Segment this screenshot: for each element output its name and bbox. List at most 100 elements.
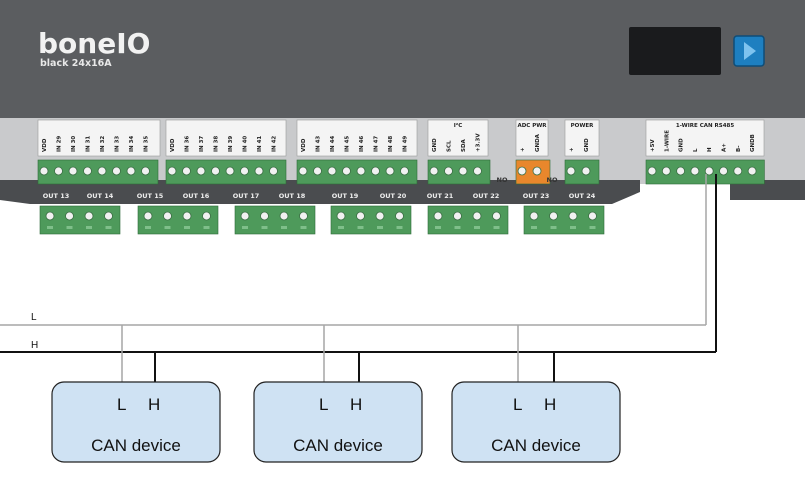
screw-terminal[interactable] (529, 211, 539, 221)
can-device-box (451, 381, 621, 463)
oled-display (629, 27, 721, 75)
screw-terminal[interactable] (211, 166, 220, 176)
screw-terminal[interactable] (356, 166, 366, 176)
terminal-marking (184, 226, 190, 229)
output-label: OUT 16 (183, 192, 210, 200)
terminal-label: IN 38 (214, 136, 220, 152)
output-label: OUT 23 (523, 192, 550, 200)
screw-terminal[interactable] (269, 166, 278, 176)
screw-terminal[interactable] (45, 211, 55, 221)
screw-terminal[interactable] (97, 166, 107, 176)
screw-terminal[interactable] (240, 211, 250, 221)
screw-terminal[interactable] (54, 166, 63, 176)
screw-terminal[interactable] (84, 211, 94, 221)
screw-terminal[interactable] (298, 166, 308, 176)
screw-terminal[interactable] (202, 211, 211, 221)
screw-terminal[interactable] (336, 211, 346, 221)
screw-terminal[interactable] (182, 166, 191, 176)
screw-terminal[interactable] (279, 211, 289, 221)
screw-terminal[interactable] (65, 211, 74, 221)
terminal-marking (300, 226, 307, 229)
terminal-group-header: POWER (571, 123, 595, 129)
terminal-label: H (707, 147, 713, 152)
label-panel (515, 119, 549, 157)
screw-terminal[interactable] (240, 166, 249, 176)
screw-terminal[interactable] (83, 166, 92, 176)
terminal-marking (550, 226, 557, 229)
screw-terminal[interactable] (68, 166, 78, 176)
screw-terminal[interactable] (375, 211, 385, 221)
terminal-label: GNDB (750, 134, 756, 152)
terminal-label: IN 43 (316, 136, 322, 152)
screw-terminal[interactable] (356, 211, 365, 221)
screw-terminal[interactable] (647, 166, 657, 176)
screw-terminal[interactable] (549, 211, 558, 221)
screw-terminal[interactable] (254, 166, 264, 176)
screw-terminal[interactable] (581, 166, 591, 176)
device-name: CAN device (293, 436, 383, 455)
screw-terminal[interactable] (719, 166, 728, 176)
terminal-label: IN 36 (185, 136, 191, 152)
terminal-marking (242, 226, 248, 229)
screw-terminal[interactable] (313, 166, 322, 176)
terminal-label: IN 32 (100, 136, 106, 152)
output-label: OUT 13 (43, 192, 70, 200)
screw-terminal[interactable] (458, 166, 468, 176)
terminal-label: IN 29 (57, 136, 63, 152)
screw-terminal[interactable] (385, 166, 395, 176)
screw-terminal[interactable] (747, 166, 757, 176)
screw-terminal[interactable] (371, 166, 380, 176)
terminal-label: GND (432, 138, 438, 152)
screw-terminal[interactable] (453, 211, 462, 221)
terminal-label: VDD (170, 138, 176, 152)
output-label: OUT 14 (87, 192, 114, 200)
screw-terminal[interactable] (588, 211, 597, 221)
play-icon (744, 42, 756, 60)
screw-terminal[interactable] (167, 166, 177, 176)
terminal-label: IN 31 (86, 136, 92, 152)
terminal-marking (203, 226, 210, 229)
terminal-marking (47, 226, 53, 229)
terminal-marking (66, 226, 73, 229)
screw-terminal[interactable] (196, 166, 206, 176)
screw-terminal[interactable] (225, 166, 235, 176)
screw-terminal[interactable] (704, 166, 714, 176)
screw-terminal[interactable] (690, 166, 700, 176)
screw-terminal[interactable] (395, 211, 404, 221)
screw-terminal[interactable] (676, 166, 685, 176)
screw-terminal[interactable] (473, 166, 482, 176)
screw-terminal[interactable] (568, 211, 578, 221)
screw-terminal[interactable] (112, 166, 121, 176)
screw-terminal[interactable] (472, 211, 482, 221)
label-panel (37, 119, 161, 157)
screw-terminal[interactable] (566, 166, 576, 176)
bus-high-label: H (31, 340, 38, 351)
screw-terminal[interactable] (126, 166, 136, 176)
output-terminal-block (330, 205, 412, 235)
screw-terminal[interactable] (342, 166, 351, 176)
screw-terminal[interactable] (104, 211, 113, 221)
terminal-label: IN 34 (129, 136, 135, 152)
screw-terminal[interactable] (532, 166, 542, 176)
screw-terminal[interactable] (517, 166, 527, 176)
screw-terminal[interactable] (492, 211, 501, 221)
screw-terminal[interactable] (143, 211, 153, 221)
device-pin-high: H (148, 395, 160, 414)
screw-terminal[interactable] (39, 166, 49, 176)
screw-terminal[interactable] (733, 166, 743, 176)
screw-terminal[interactable] (260, 211, 269, 221)
output-label: OUT 20 (380, 192, 407, 200)
screw-terminal[interactable] (182, 211, 192, 221)
screw-terminal[interactable] (661, 166, 671, 176)
device-pin-low: L (513, 395, 522, 414)
screw-terminal[interactable] (429, 166, 439, 176)
terminal-marking (589, 226, 596, 229)
screw-terminal[interactable] (327, 166, 337, 176)
screw-terminal[interactable] (433, 211, 443, 221)
screw-terminal[interactable] (299, 211, 308, 221)
terminal-label: + (569, 147, 575, 152)
screw-terminal[interactable] (400, 166, 409, 176)
screw-terminal[interactable] (444, 166, 453, 176)
screw-terminal[interactable] (163, 211, 172, 221)
screw-terminal[interactable] (141, 166, 150, 176)
